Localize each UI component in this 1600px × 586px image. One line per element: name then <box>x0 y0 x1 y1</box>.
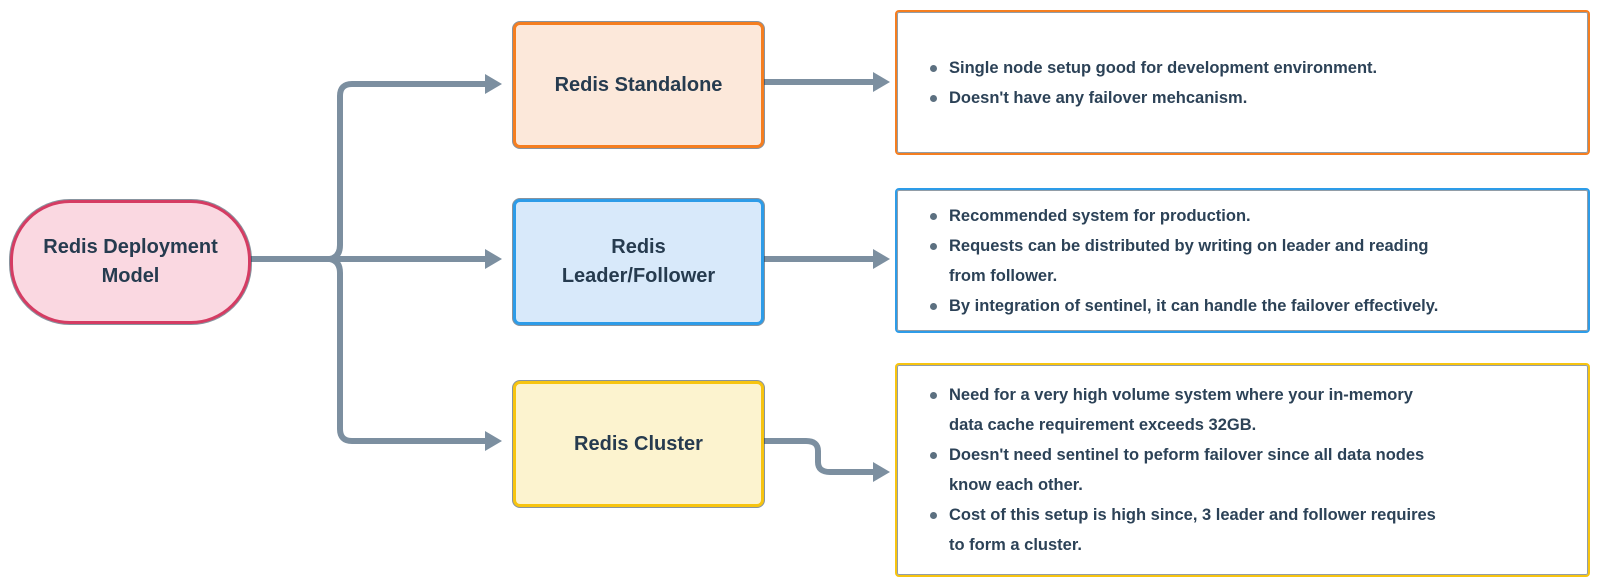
bullet-text: Doesn't need sentinel to peform failover… <box>949 446 1425 494</box>
bullet-text: Cost of this setup is high since, 3 lead… <box>949 506 1436 554</box>
bullet-dot-icon <box>930 64 937 72</box>
bullet-dot-icon <box>930 242 937 250</box>
bullet-item: Single node setup good for development e… <box>897 53 1574 83</box>
annotation-standalone-notes: Single node setup good for development e… <box>895 10 1590 155</box>
arrow-branch-to-standalone <box>327 74 502 262</box>
bullet-text: By integration of sentinel, it can handl… <box>949 296 1439 315</box>
annotation-leader-follower-notes: Recommended system for production. Reque… <box>895 188 1590 333</box>
node-label: Redis Standalone <box>554 73 723 96</box>
bullet-item: Need for a very high volume system where… <box>897 380 1574 440</box>
node-redis-cluster: Redis Cluster <box>513 381 764 507</box>
node-redis-standalone: Redis Standalone <box>513 22 764 148</box>
bullet-item: Recommended system for production. <box>897 201 1574 231</box>
arrow-branch-to-cluster <box>327 256 502 451</box>
bullet-dot-icon <box>930 302 937 310</box>
bullet-dot-icon <box>930 512 937 519</box>
bullet-dot-icon <box>930 392 937 399</box>
bullet-dot-icon <box>930 452 937 459</box>
node-redis-leader-follower: Redis Leader/Follower <box>513 199 764 325</box>
bullet-item: By integration of sentinel, it can handl… <box>897 291 1574 321</box>
bullet-text: Doesn't have any failover mehcanism. <box>949 88 1248 107</box>
bullet-dot-icon <box>930 94 937 102</box>
annotation-cluster-notes: Need for a very high volume system where… <box>895 363 1590 577</box>
bullet-text: Requests can be distributed by writing o… <box>949 236 1429 285</box>
node-label: Redis Leader/Follower <box>561 236 716 287</box>
node-label: Redis Cluster <box>574 432 703 455</box>
bullet-text: Need for a very high volume system where… <box>949 386 1413 434</box>
bullet-item: Cost of this setup is high since, 3 lead… <box>897 500 1574 560</box>
bullet-item: Doesn't need sentinel to peform failover… <box>897 440 1574 500</box>
root-node-label: Redis Deployment Model <box>43 236 218 287</box>
bullet-text: Single node setup good for development e… <box>949 58 1378 77</box>
bullet-item: Requests can be distributed by writing o… <box>897 231 1574 291</box>
bullet-dot-icon <box>930 212 937 220</box>
bullet-text: Recommended system for production. <box>949 206 1251 225</box>
root-node-redis-deployment-model: Redis Deployment Model <box>10 200 251 324</box>
bullet-item: Doesn't have any failover mehcanism. <box>897 83 1574 113</box>
arrow-cluster-to-note <box>759 438 890 482</box>
